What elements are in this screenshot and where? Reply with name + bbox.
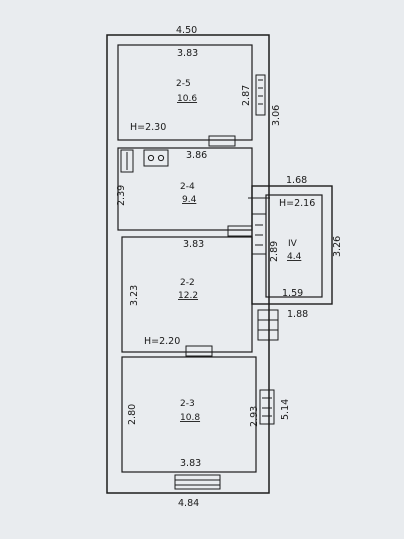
dim-right-total: 5.14 — [280, 399, 291, 420]
height-main: H=2.30 — [130, 122, 166, 133]
door-2-5 — [208, 135, 236, 147]
dim-2-5-top: 3.83 — [177, 48, 198, 59]
window-right-2-3 — [259, 389, 275, 425]
window-right-2-2 — [257, 309, 279, 341]
room-area: 12.2 — [178, 291, 198, 301]
window-right-2-5 — [255, 74, 266, 116]
window-bottom-2-3 — [174, 474, 221, 490]
room-area: 4.4 — [287, 252, 302, 262]
dim-annex-top: 1.68 — [286, 175, 307, 186]
dim-2-5-outer-right: 3.06 — [271, 105, 282, 126]
dim-2-4-top: 3.86 — [186, 150, 207, 161]
dim-2-4-left: 2.39 — [116, 185, 127, 206]
dim-2-2-top: 3.83 — [183, 239, 204, 250]
dim-2-2-left: 3.23 — [129, 285, 140, 306]
room-2-5-outline — [117, 44, 253, 141]
room-area: 10.8 — [180, 413, 200, 423]
height-annex: H=2.16 — [279, 198, 315, 209]
room-id: 2-5 — [176, 79, 191, 89]
room-id: 2-3 — [180, 399, 195, 409]
door-annex — [251, 213, 267, 255]
walls — [106, 34, 333, 494]
dim-annex-bottom-outer: 1.88 — [287, 309, 308, 320]
windows — [174, 74, 279, 490]
room-2-3-outline — [121, 356, 257, 473]
door-2-4 — [227, 225, 253, 237]
room-area: 10.6 — [177, 94, 197, 104]
room-labels: 2-5 10.6 2-4 9.4 2-2 12.2 2-3 10.8 IV 4.… — [176, 79, 302, 423]
dim-annex-inner-left: 2.89 — [269, 241, 280, 262]
stove-icon — [120, 149, 169, 173]
height-labels: H=2.30 H=2.20 H=2.16 — [130, 122, 315, 347]
room-id: IV — [288, 239, 298, 249]
room-id: 2-4 — [180, 182, 195, 192]
dim-2-3-right: 2.93 — [249, 406, 260, 427]
dim-2-3-bottom: 3.83 — [180, 458, 201, 469]
dim-top-outer: 4.50 — [176, 25, 197, 36]
door-2-2 — [185, 345, 213, 357]
dim-annex-bottom-inner: 1.59 — [282, 288, 303, 299]
dim-2-5-right: 2.87 — [241, 85, 252, 106]
outer-wall — [106, 34, 270, 494]
dim-annex-right: 3.26 — [332, 236, 343, 257]
dimension-labels: 4.50 3.83 2.87 3.06 3.86 2.39 3.83 3.23 … — [116, 25, 343, 509]
height-middle: H=2.20 — [144, 336, 180, 347]
room-area: 9.4 — [182, 195, 197, 205]
room-id: 2-2 — [180, 278, 195, 288]
dim-2-3-left: 2.80 — [127, 404, 138, 425]
dim-bottom-outer: 4.84 — [178, 498, 199, 509]
